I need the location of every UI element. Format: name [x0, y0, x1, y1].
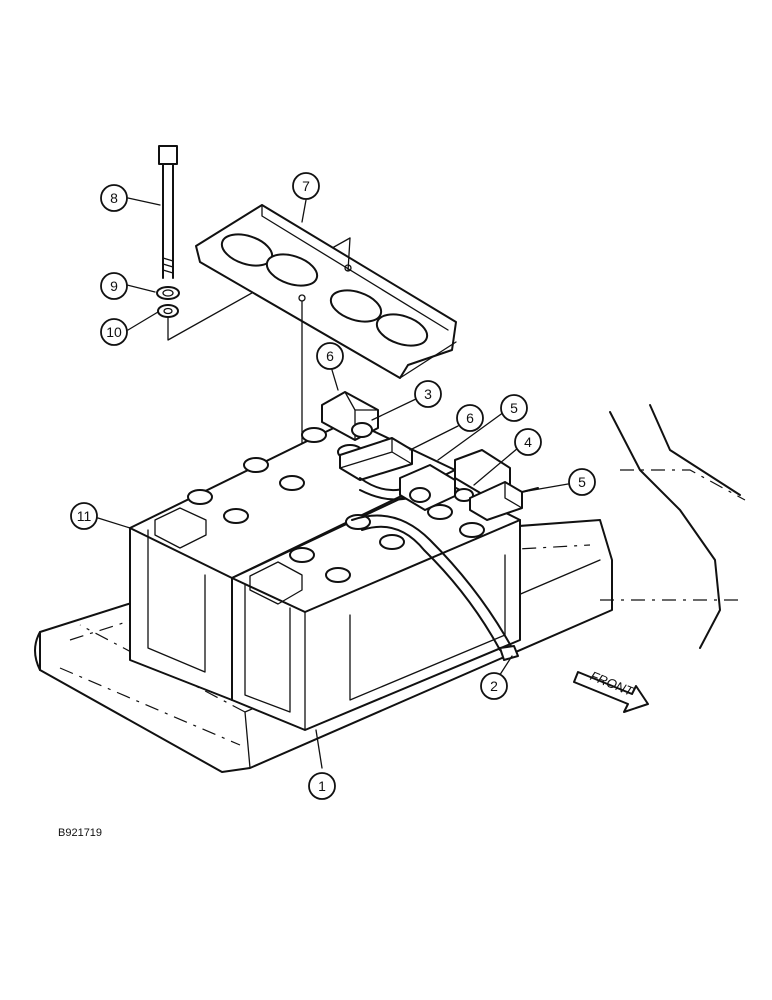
- callout-1: 1: [308, 772, 336, 800]
- lock-washer: [156, 286, 180, 300]
- callout-9: 9: [100, 272, 128, 300]
- terminal-clamp-front: [454, 488, 474, 502]
- terminal-clamp-upper: [351, 422, 373, 438]
- callout-6-upper-label: 6: [326, 348, 334, 364]
- callout-5-upper-label: 5: [510, 400, 518, 416]
- leader-lines: [97, 197, 569, 769]
- hold-down-bracket: [195, 204, 457, 379]
- callout-4-label: 4: [524, 434, 532, 450]
- callout-11-label: 11: [77, 508, 92, 524]
- callout-7: 7: [292, 172, 320, 200]
- callout-10: 10: [100, 318, 128, 346]
- callout-2-label: 2: [490, 678, 498, 694]
- cab-outline: [600, 404, 746, 649]
- callout-5-upper: 5: [500, 394, 528, 422]
- callout-10-label: 10: [106, 324, 122, 340]
- callout-7-label: 7: [302, 178, 310, 194]
- callout-6-lower-label: 6: [466, 410, 474, 426]
- battery-cable: [351, 514, 519, 661]
- callout-6-lower: 6: [456, 404, 484, 432]
- callout-6-upper: 6: [316, 342, 344, 370]
- callout-5-lower: 5: [568, 468, 596, 496]
- callout-9-label: 9: [110, 278, 118, 294]
- callout-3: 3: [414, 380, 442, 408]
- front-direction-arrow: FRONT: [573, 668, 649, 713]
- callout-3-label: 3: [424, 386, 432, 402]
- figure-code: B921719: [58, 827, 102, 839]
- callout-8: 8: [100, 184, 128, 212]
- nut: [157, 304, 179, 318]
- callout-5-lower-label: 5: [578, 474, 586, 490]
- callout-2: 2: [480, 672, 508, 700]
- callout-4: 4: [514, 428, 542, 456]
- callout-1-label: 1: [318, 778, 326, 794]
- battery-cable-connector-front: [469, 481, 539, 521]
- front-battery: [231, 479, 521, 731]
- hold-down-rod: [158, 145, 178, 279]
- callout-11: 11: [70, 502, 98, 530]
- bracket-hole-line: [347, 237, 351, 272]
- callout-8-label: 8: [110, 190, 118, 206]
